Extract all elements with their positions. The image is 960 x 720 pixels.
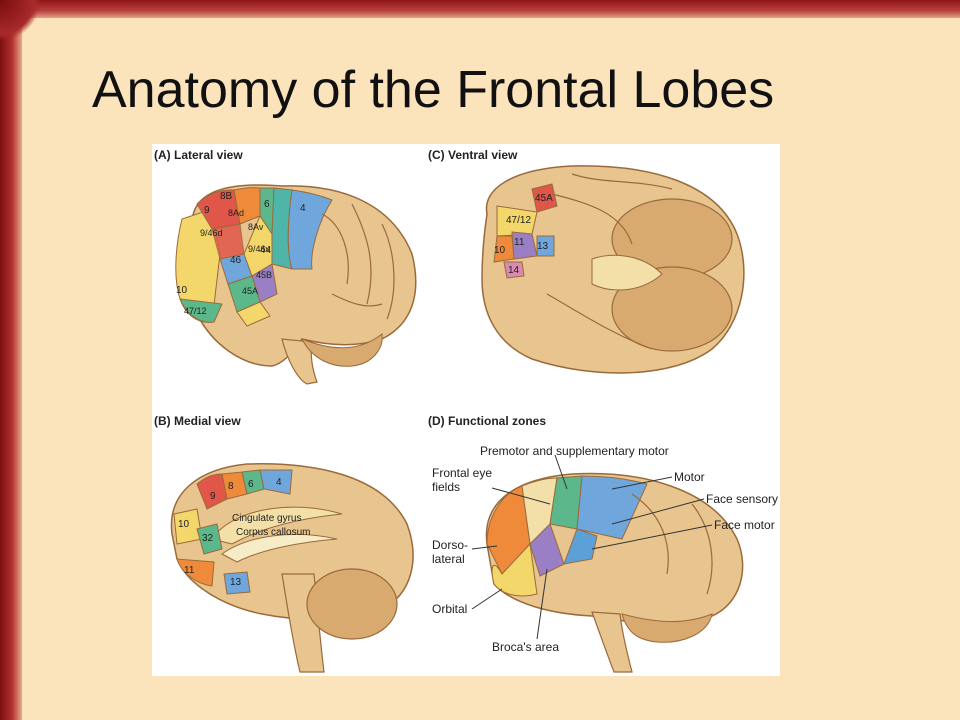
- zone-label-face-sensory: Face sensory: [706, 492, 779, 506]
- area-label: 8: [228, 481, 234, 492]
- zone-label-premotor: Premotor and supplementary motor: [480, 444, 669, 458]
- area-label: 8B: [220, 191, 233, 202]
- frame-top-border: [0, 0, 960, 18]
- panel-label-medial: (B) Medial view: [154, 414, 241, 428]
- area-label: 4: [300, 203, 306, 214]
- panel-label-lateral: (A) Lateral view: [154, 148, 243, 162]
- zone-label-motor: Motor: [674, 470, 705, 484]
- zone-label-face-motor: Face motor: [714, 518, 775, 532]
- slide-title: Anatomy of the Frontal Lobes: [92, 61, 775, 119]
- structure-label: Corpus callosum: [236, 527, 311, 538]
- medial-view-brain: [170, 463, 414, 673]
- area-label: 8Ad: [228, 208, 245, 218]
- area-label: 9/46v: [248, 244, 271, 254]
- area-label: 45B: [256, 270, 273, 280]
- zone-label-orbital: Orbital: [432, 602, 468, 616]
- area-label: 11: [514, 237, 525, 248]
- area-label: 9: [204, 205, 210, 216]
- panel-label-functional: (D) Functional zones: [428, 414, 546, 428]
- area-label: 13: [230, 577, 242, 588]
- area-label: 9/46d: [200, 228, 223, 238]
- frame-left-border: [0, 0, 22, 720]
- brain-illustrations: [170, 165, 745, 673]
- area-label: 46: [230, 255, 242, 266]
- area-label: 44: [260, 245, 272, 256]
- area-label: 4: [276, 477, 282, 488]
- zone-label-frontal-eye-2: fields: [432, 480, 461, 494]
- frame-corner: [0, 0, 40, 40]
- area-label: 10: [176, 285, 188, 296]
- area-label: 9: [210, 491, 216, 502]
- area-label: 11: [184, 565, 195, 576]
- zone-label-frontal-eye: Frontal eye: [432, 466, 493, 480]
- structure-label: Cingulate gyrus: [232, 513, 302, 524]
- area-label: 10: [494, 245, 506, 256]
- zone-label-broca: Broca's area: [492, 640, 559, 654]
- lateral-view-brain: [175, 184, 417, 385]
- ventral-view-brain: [481, 165, 745, 374]
- area-label: 32: [202, 533, 214, 544]
- functional-zones-brain: [471, 454, 744, 673]
- area-label: 47/12: [506, 215, 532, 226]
- area-label: 45A: [535, 193, 553, 204]
- area-label: 47/12: [184, 306, 207, 316]
- area-label: 6: [248, 479, 254, 490]
- area-label: 45A: [242, 286, 259, 296]
- panel-label-ventral: (C) Ventral view: [428, 148, 518, 162]
- area-label: 13: [537, 241, 549, 252]
- zone-label-dorsolateral-2: lateral: [432, 552, 465, 566]
- brain-figure: (A) Lateral view (C) Ventral view (B) Me…: [152, 144, 780, 676]
- zone-label-dorsolateral: Dorso-: [432, 538, 469, 552]
- area-label: 8Av: [248, 222, 264, 232]
- area-label: 14: [508, 265, 520, 276]
- area-label: 10: [178, 519, 190, 530]
- area-label: 6: [264, 199, 270, 210]
